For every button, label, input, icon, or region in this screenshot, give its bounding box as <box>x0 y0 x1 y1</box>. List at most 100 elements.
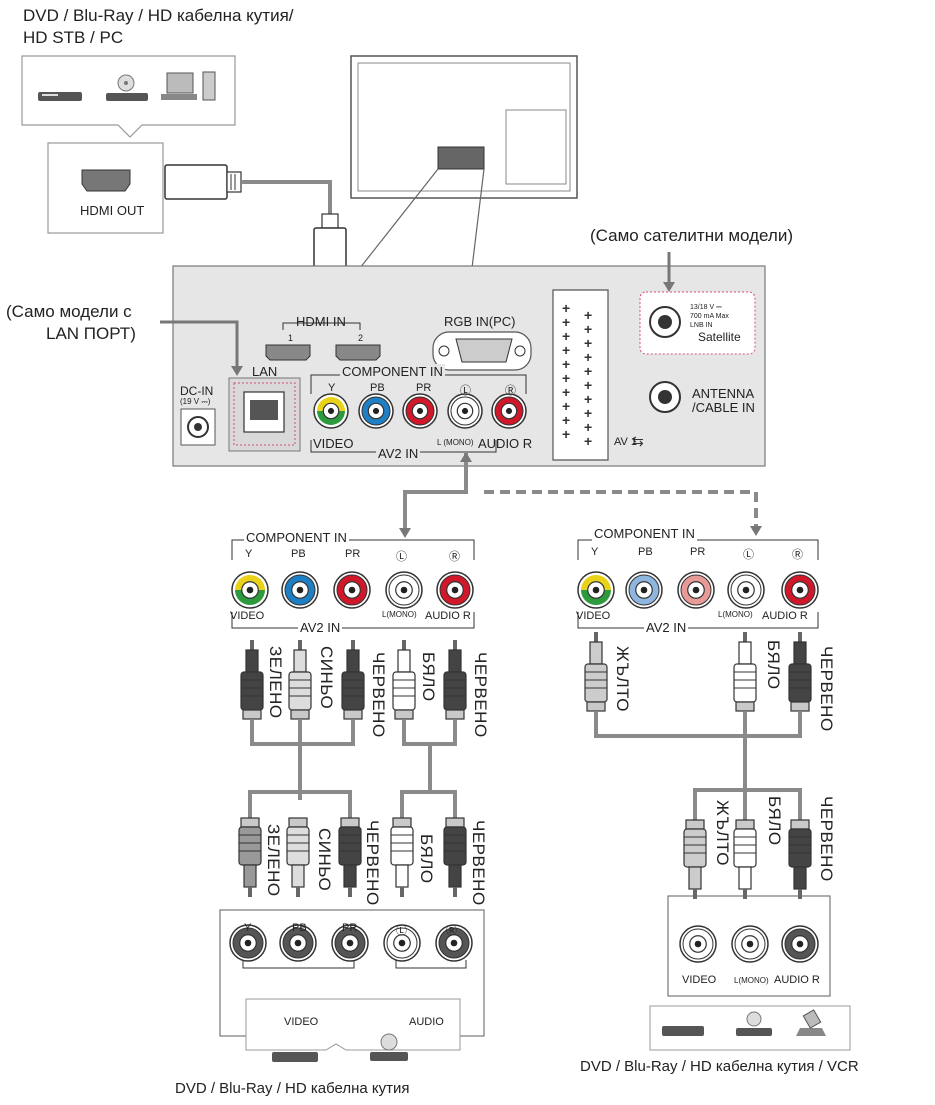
left-mono-label: L(MONO) <box>382 610 417 619</box>
left-dev-video-label: VIDEO <box>282 1016 321 1028</box>
left-audio-label: AUDIO R <box>425 610 471 622</box>
right-pr-label: PR <box>690 546 706 558</box>
right-r-jack <box>781 571 819 609</box>
left-dev-l-jack <box>383 924 421 962</box>
satellite-label: Satellite <box>698 330 741 344</box>
scart-pin: + <box>584 377 592 393</box>
scart-pin: + <box>584 307 592 323</box>
tv-pr-jack <box>402 393 438 429</box>
sat-spec-3: LNB IN <box>690 322 713 329</box>
right-lower-white-label: БЯЛО <box>765 796 784 846</box>
left-lower-red-plug <box>338 817 362 898</box>
left-dev-pr-jack <box>331 924 369 962</box>
hdmi-in-label: HDMI IN <box>296 314 346 329</box>
dvd-player-icon <box>38 92 82 101</box>
scart-pin: + <box>584 321 592 337</box>
right-plug-white-label: БЯЛО <box>764 640 783 690</box>
left-av2-in-label: AV2 IN <box>298 620 343 635</box>
tv-pb-jack <box>358 393 394 429</box>
tv-r-label: Ⓡ <box>505 385 516 397</box>
note-arrows <box>160 252 675 376</box>
left-cable-bundle <box>248 720 457 818</box>
tv-av2-in-label: AV2 IN <box>376 446 421 461</box>
dc-in-label: DC-IN <box>180 384 214 398</box>
tv-mono-label: L (MONO) <box>437 438 474 447</box>
tv-l-jack <box>447 393 483 429</box>
left-plug-blue-label: СИНЬО <box>317 646 336 710</box>
left-lower-blue-label: СИНЬО <box>315 828 334 892</box>
right-pb-label: PB <box>638 546 653 558</box>
right-yellow-plug <box>584 631 608 712</box>
tv-r-jack <box>491 393 527 429</box>
scart-pin: + <box>584 363 592 379</box>
dc-in-spec: (19 V ⎓) <box>180 397 211 406</box>
av1-label: AV 1 <box>614 436 638 448</box>
left-y-jack <box>231 571 269 609</box>
right-dev-video-jack <box>679 925 717 963</box>
left-green-plug <box>240 639 264 720</box>
left-red2-plug <box>443 639 467 720</box>
left-dev-audio-label: AUDIO <box>407 1016 446 1028</box>
tv-video-label: VIDEO <box>313 436 354 451</box>
scart-pin: + <box>562 426 570 442</box>
tv-y-jack <box>313 393 349 429</box>
left-lower-green-plug <box>238 817 262 898</box>
bluray-player-icon <box>106 74 148 101</box>
right-lower-white-plug <box>733 819 757 900</box>
right-video-label: VIDEO <box>576 610 611 622</box>
left-plug-green-label: ЗЕЛЕНО <box>266 646 285 719</box>
right-audio-label: AUDIO R <box>762 610 808 622</box>
scart-pin: + <box>584 391 592 407</box>
left-lower-red-label: ЧЕРВЕНО <box>363 820 382 906</box>
right-dev-r-jack <box>781 925 819 963</box>
right-cable-bundle <box>594 712 802 820</box>
top-source-caption-line1: DVD / Blu-Ray / HD кабелна кутия/ <box>23 6 294 25</box>
left-lower-red2-plug <box>443 817 467 898</box>
antenna-label: ANTENNA <box>692 386 755 401</box>
sat-spec-1: 13/18 V ⎓ <box>690 304 722 311</box>
tv <box>350 55 578 269</box>
left-red-plug <box>341 639 365 720</box>
right-red-plug <box>788 631 812 712</box>
rgb-in-label: RGB IN(PC) <box>444 314 516 329</box>
left-lower-red2-label: ЧЕРВЕНО <box>469 820 488 906</box>
right-pr-jack <box>677 571 715 609</box>
left-white-plug <box>392 639 416 720</box>
scart-pin: + <box>562 314 570 330</box>
right-lower-red-label: ЧЕРВЕНО <box>817 796 836 882</box>
scart-pin: + <box>584 349 592 365</box>
left-device-icons <box>272 1033 408 1062</box>
scart-pin: + <box>584 433 592 449</box>
left-blue-plug <box>288 639 312 720</box>
left-r-label: Ⓡ <box>449 551 460 563</box>
right-plug-yellow-label: ЖЪЛТО <box>613 646 632 713</box>
scart-pin: + <box>584 335 592 351</box>
satellite-only-note: (Само сателитни модели) <box>590 226 793 245</box>
left-y-label: Y <box>245 548 253 560</box>
scart-pin: + <box>562 412 570 428</box>
right-av2-in-label: AV2 IN <box>644 620 689 635</box>
left-pb-jack <box>281 571 319 609</box>
right-y-label: Y <box>591 546 599 558</box>
left-plug-red-label: ЧЕРВЕНО <box>369 652 388 738</box>
right-lower-yellow-label: ЖЪЛТО <box>713 800 732 867</box>
left-lower-green-label: ЗЕЛЕНО <box>264 824 283 897</box>
right-l-label: Ⓛ <box>743 549 754 561</box>
right-component-in-label: COMPONENT IN <box>592 526 697 541</box>
scart-pin: + <box>584 405 592 421</box>
scart-pin: + <box>562 356 570 372</box>
right-device-caption: DVD / Blu-Ray / HD кабелна кутия / VCR <box>580 1058 859 1075</box>
right-dev-audio-label: AUDIO R <box>774 974 820 986</box>
pc-icon <box>161 71 216 101</box>
scart-pin: + <box>562 370 570 386</box>
tv-audio-label: AUDIO R <box>478 436 533 451</box>
right-lower-yellow-plug <box>683 819 707 900</box>
scart-pin: + <box>584 419 592 435</box>
left-dev-pb-jack <box>279 924 317 962</box>
right-dev-l-jack <box>731 925 769 963</box>
left-dev-l-label: Ⓛ <box>396 925 407 937</box>
cable-in-label: /CABLE IN <box>692 400 755 415</box>
scart-pin: + <box>562 300 570 316</box>
tv-pb-label: PB <box>370 382 385 394</box>
scart-pin: + <box>562 384 570 400</box>
